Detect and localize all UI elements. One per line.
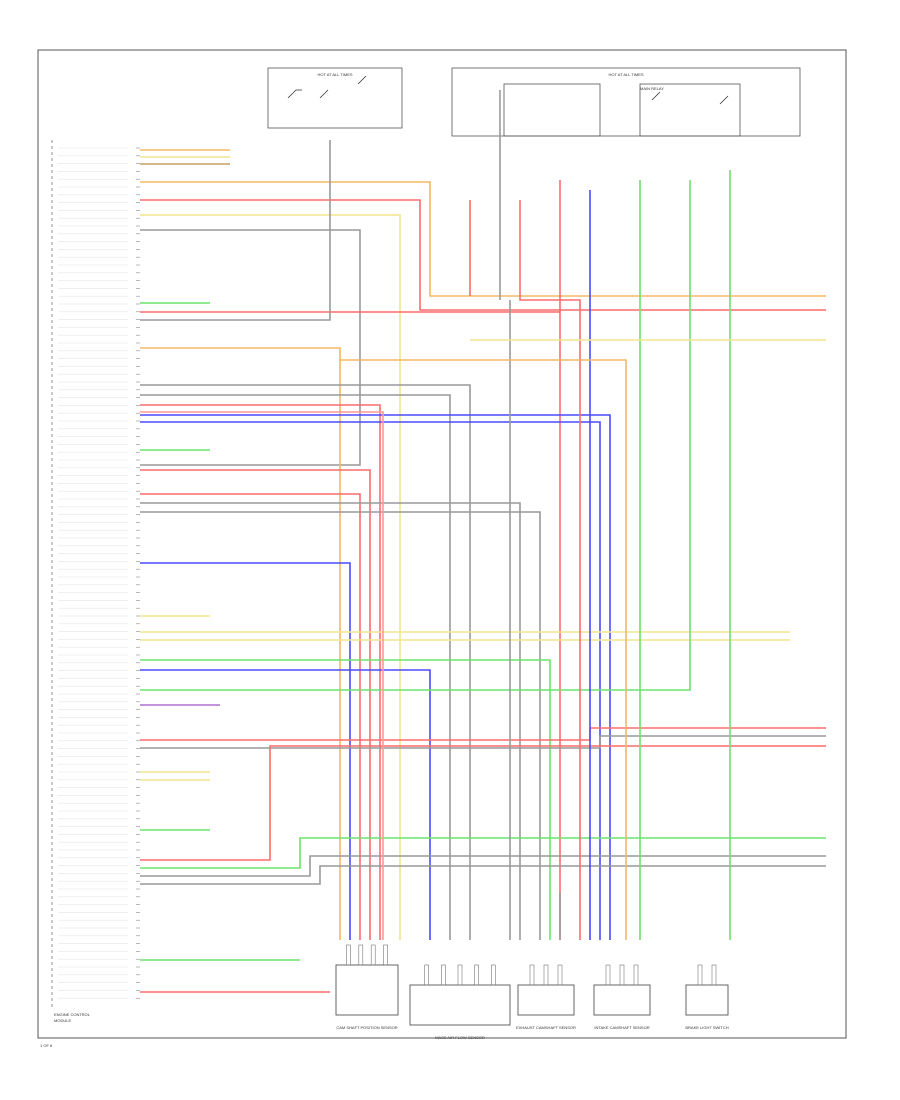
wire [140,669,431,940]
wire [140,404,381,940]
connector-pin [633,964,639,986]
wire [140,180,691,691]
ecm-pin-column [58,147,140,999]
wire [140,414,611,940]
connector-pin [424,964,429,986]
connector-box [517,984,575,1016]
wire [140,659,551,940]
wire [140,181,826,297]
wire [519,200,581,940]
connector-pin [543,964,549,986]
wire [140,421,601,940]
wire [140,562,351,940]
connector-pin [619,964,625,986]
wire [140,140,331,321]
connector-box [593,984,651,1016]
wire [140,511,541,940]
connector-label: MASS AIR FLOW SENSOR [435,1035,485,1040]
wire [140,745,826,861]
fuse-block-right-title: HOT AT ALL TIMES [608,72,643,77]
connector-box [685,984,729,1016]
connector-pin [557,964,563,986]
main-relay-label: MAIN RELAY [640,86,664,91]
sensor-connectors: CAM SHAFT POSITION SENSOR MASS AIR FLOW S… [335,944,729,1040]
connector-label: BRAKE LIGHT SWITCH [685,1025,728,1030]
connector-pin [697,964,703,986]
connector-pin [605,964,611,986]
ecm-label-line2: MODULE [54,1018,71,1023]
wire [140,855,826,877]
connector-label: EXHAUST CAMSHAFT SENSOR [516,1025,576,1030]
fuse-block-right: HOT AT ALL TIMES [451,67,801,137]
connector-pin [346,944,351,966]
connector-pin [529,964,535,986]
connector-box [409,984,511,1026]
connector-pin [491,964,496,986]
wire [140,199,826,311]
diagram-frame [37,49,847,1039]
connector-label: CAM SHAFT POSITION SENSOR [336,1025,397,1030]
ecm-label-line1: ENGINE CONTROL [54,1012,91,1017]
wire [140,469,371,940]
wire [140,735,826,749]
connector-pin [358,944,364,966]
connector-label: INTAKE CAMSHAFT SENSOR [594,1025,649,1030]
wire [140,394,451,940]
connector-pin [370,944,376,966]
wire [140,384,471,940]
wire-harness [140,90,826,993]
wire [140,214,401,940]
fuse-block-left: HOT AT ALL TIMES [267,67,403,129]
connector-box [335,964,399,1016]
connector-pin [383,944,388,966]
footer-code: 1 OF 6 [40,1043,53,1048]
connector-pin [474,964,479,986]
wire [140,347,341,940]
wire [140,837,826,869]
wire [140,493,361,940]
connector-pin [441,964,446,986]
wire [340,359,627,940]
wire [140,502,521,940]
wire [140,411,384,940]
wire [140,229,361,466]
wire [140,865,826,885]
fuse-block-left-title: HOT AT ALL TIMES [317,72,352,77]
connector-pin [711,964,717,986]
connector-pin [457,964,463,986]
wire [140,727,826,741]
